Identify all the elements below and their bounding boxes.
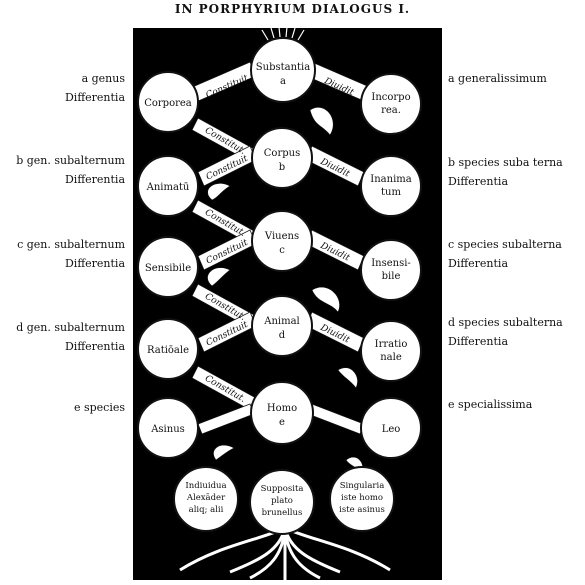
homo-line2: e: [279, 417, 285, 428]
homo-line1: Homo: [267, 403, 297, 414]
crown-rays: [261, 26, 305, 41]
left-label-d-top: d gen. subalternum: [16, 321, 125, 334]
irrationale-line1: Irratio: [375, 339, 408, 350]
roots: [179, 526, 391, 580]
left-label-a-bottom: Differentia: [64, 91, 125, 104]
substantia-line1: Substantia: [256, 62, 310, 73]
corporea-line1: Corporea: [144, 98, 192, 109]
right-label-d-top: d species subalterna: [448, 316, 563, 329]
sensibile-line1: Sensibile: [145, 263, 191, 274]
suppositum-line3: brunellus: [262, 508, 303, 518]
left-label-e: e species: [40, 401, 125, 414]
individua-line1: Indiuidua: [185, 481, 226, 491]
insensibile-line2: bile: [382, 271, 401, 282]
left-label-c-top: c gen. subalternum: [17, 238, 125, 251]
circles: [137, 37, 422, 535]
individua-line3: aliq; alii: [189, 505, 224, 515]
left-label-e-top: e species: [73, 401, 125, 414]
right-label-c: c species subalterna Differentia: [448, 238, 583, 270]
animatu-line1: Animatū: [146, 182, 190, 193]
circle-texts: Substantia a Corporea Incorpo rea. Corpu…: [144, 62, 412, 518]
circle-sensibile: [137, 236, 199, 298]
singularia-line2: iste homo: [341, 493, 383, 503]
singularia-line3: iste asinus: [339, 505, 385, 515]
leaf-ornaments: [207, 107, 364, 475]
left-label-b-bottom: Differentia: [64, 173, 125, 186]
leo-line1: Leo: [382, 424, 401, 435]
circle-inanimatum: [360, 155, 422, 217]
circle-rationale: [137, 318, 199, 380]
left-label-c: c gen. subalternum Differentia: [2, 238, 125, 270]
suppositum-line1: Supposita: [261, 484, 304, 494]
right-label-d: d species subalterna Differentia: [448, 316, 583, 348]
right-label-a-top: a generalissimum: [448, 72, 547, 85]
inanimatum-line2: tum: [381, 187, 401, 198]
circle-vivens: [251, 210, 313, 272]
incorporea-line1: Incorpo: [371, 92, 410, 103]
circle-leo: [360, 397, 422, 459]
circle-individua: [173, 466, 239, 532]
circle-corporea: [137, 71, 199, 133]
vivens-line2: c: [279, 245, 285, 256]
circle-corpus: [251, 127, 313, 189]
right-label-b-bottom: Differentia: [448, 175, 509, 188]
left-label-a: a genus Differentia: [40, 72, 125, 104]
right-label-e-top: e specialissima: [448, 398, 533, 411]
left-label-b: b gen. subalternum Differentia: [2, 154, 125, 186]
left-label-b-top: b gen. subalternum: [16, 154, 125, 167]
individua-line2: Alexāder: [186, 493, 226, 503]
right-label-d-bottom: Differentia: [448, 335, 509, 348]
circle-irrationale: [360, 320, 422, 382]
rationale-line1: Ratiōale: [147, 345, 189, 356]
left-label-c-bottom: Differentia: [64, 257, 125, 270]
right-label-b: b species suba terna Differentia: [448, 156, 583, 188]
circle-substantia: [250, 37, 316, 103]
asinus-line1: Asinus: [150, 424, 185, 435]
circle-animal: [251, 295, 313, 357]
left-label-d: d gen. subalternum Differentia: [2, 321, 125, 353]
right-label-c-top: c species subalterna: [448, 238, 562, 251]
vivens-line1: Viuens: [264, 231, 299, 242]
right-label-c-bottom: Differentia: [448, 257, 509, 270]
suppositum-line2: plato: [271, 496, 293, 506]
substantia-line2: a: [280, 76, 286, 87]
irrationale-line2: nale: [380, 352, 402, 363]
circle-asinus: [137, 397, 199, 459]
bands: [189, 61, 373, 435]
corpus-line2: b: [279, 162, 285, 173]
animal-line2: d: [279, 330, 286, 341]
circle-animatu: [137, 155, 199, 217]
animal-line1: Animal: [263, 316, 300, 327]
circle-incorporea: [360, 73, 422, 135]
right-label-e: e specialissima: [448, 398, 583, 411]
page-title: IN PORPHYRIUM DIALOGUS I.: [174, 2, 411, 16]
circle-singularia: [329, 466, 395, 532]
singularia-line1: Singularia: [340, 481, 385, 491]
left-label-d-bottom: Differentia: [64, 340, 125, 353]
inanimatum-line1: Inanima: [370, 174, 411, 185]
insensibile-line1: Insensi-: [371, 258, 411, 269]
circle-suppositum: [249, 469, 315, 535]
left-label-a-top: a genus: [81, 72, 125, 85]
incorporea-line2: rea.: [381, 105, 401, 116]
right-label-a: a generalissimum: [448, 72, 583, 85]
circle-homo: [250, 381, 314, 445]
right-label-b-top: b species suba terna: [448, 156, 563, 169]
corpus-line1: Corpus: [264, 148, 300, 159]
circle-insensibile: [360, 239, 422, 301]
